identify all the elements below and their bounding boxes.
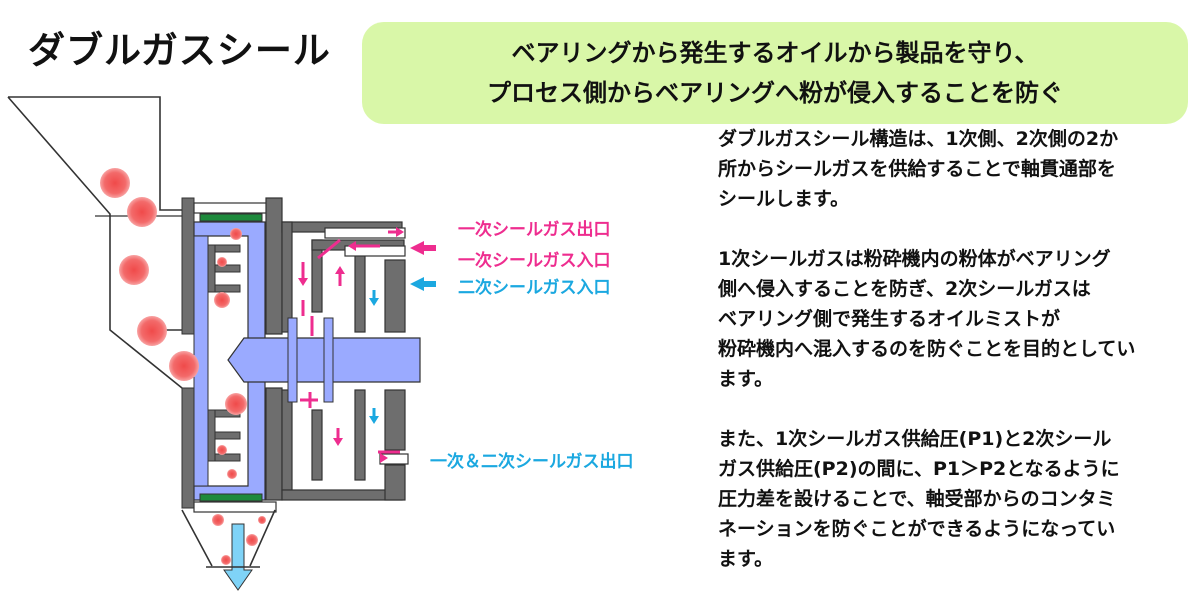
desc-line: 粉砕機内へ混入するのを防ぐことを目的としてい	[718, 338, 1136, 360]
label-combined-outlet: 一次＆二次シールガス出口	[430, 451, 634, 472]
desc-line: 1次シールガスは粉砕機内の粉体がベアリング	[718, 248, 1111, 270]
desc-line: ます。	[718, 368, 774, 390]
bottom-plate	[193, 501, 277, 513]
desc-line: ベアリング側で発生するオイルミストが	[718, 308, 1061, 330]
discharge-cone	[181, 509, 276, 567]
banner-line-2: プロセス側からベアリングへ粉が侵入することを防ぐ	[487, 79, 1063, 107]
desc-line: 所からシールガスを供給することで軸貫通部を	[718, 158, 1116, 180]
desc-line: ます。	[718, 548, 774, 570]
description-paragraph-2: 1次シールガスは粉砕機内の粉体がベアリング 側へ侵入することを防ぎ、2次シールガ…	[718, 244, 1188, 394]
labyrinth-teeth	[207, 244, 241, 462]
secondary-gas-flow	[369, 290, 379, 424]
combined-outlet-arrow	[380, 453, 388, 463]
desc-line: ネーションを防ぐことができるようになってい	[718, 518, 1116, 540]
desc-line: ダブルガスシール構造は、1次側、2次側の2か	[718, 128, 1119, 150]
left-housing-bottom	[181, 387, 195, 509]
secondary-inlet-arrow	[410, 277, 436, 291]
label-primary-outlet: 一次シールガス出口	[458, 219, 611, 240]
port-primary-outlet	[324, 227, 406, 239]
primary-gas-flow	[298, 227, 404, 454]
desc-line: また、1次シールガス供給圧(P1)と2次シール	[718, 428, 1112, 450]
seal-strip-top	[199, 213, 263, 222]
primary-inlet-arrow	[410, 241, 436, 255]
description-paragraph-3: また、1次シールガス供給圧(P1)と2次シール ガス供給圧(P2)の間に、P1＞…	[718, 424, 1188, 574]
desc-line: ガス供給圧(P2)の間に、P1＞P2となるように	[718, 458, 1120, 480]
shaft-collar-2	[323, 317, 334, 403]
top-plate	[193, 202, 277, 214]
summary-banner: ベアリングから発生するオイルから製品を守り、 プロセス側からベアリングへ粉が侵入…	[362, 22, 1188, 124]
desc-line: 圧力差を設けることで、軸受部からのコンタミ	[718, 488, 1116, 510]
label-primary-inlet: 一次シールガス入口	[458, 250, 611, 271]
description-paragraph-1: ダブルガスシール構造は、1次側、2次側の2か 所からシールガスを供給することで軸…	[718, 124, 1188, 214]
page-title: ダブルガスシール	[28, 29, 331, 72]
banner-line-1: ベアリングから発生するオイルから製品を守り、	[511, 39, 1039, 67]
discharge-arrow	[223, 523, 253, 591]
shaft-collar-1	[287, 317, 298, 403]
desc-line: 側へ侵入することを防ぎ、2次シールガスは	[718, 278, 1091, 300]
label-secondary-inlet: 二次シールガス入口	[458, 277, 611, 298]
left-housing-top	[181, 197, 195, 335]
seal-strip-bottom	[199, 493, 263, 502]
desc-line: シールします。	[718, 188, 850, 210]
double-gas-seal-diagram: 一次シールガス出口 一次シールガス入口 二次シールガス入口 一次＆二次シールガス…	[7, 96, 634, 591]
powder-particles	[100, 168, 266, 565]
